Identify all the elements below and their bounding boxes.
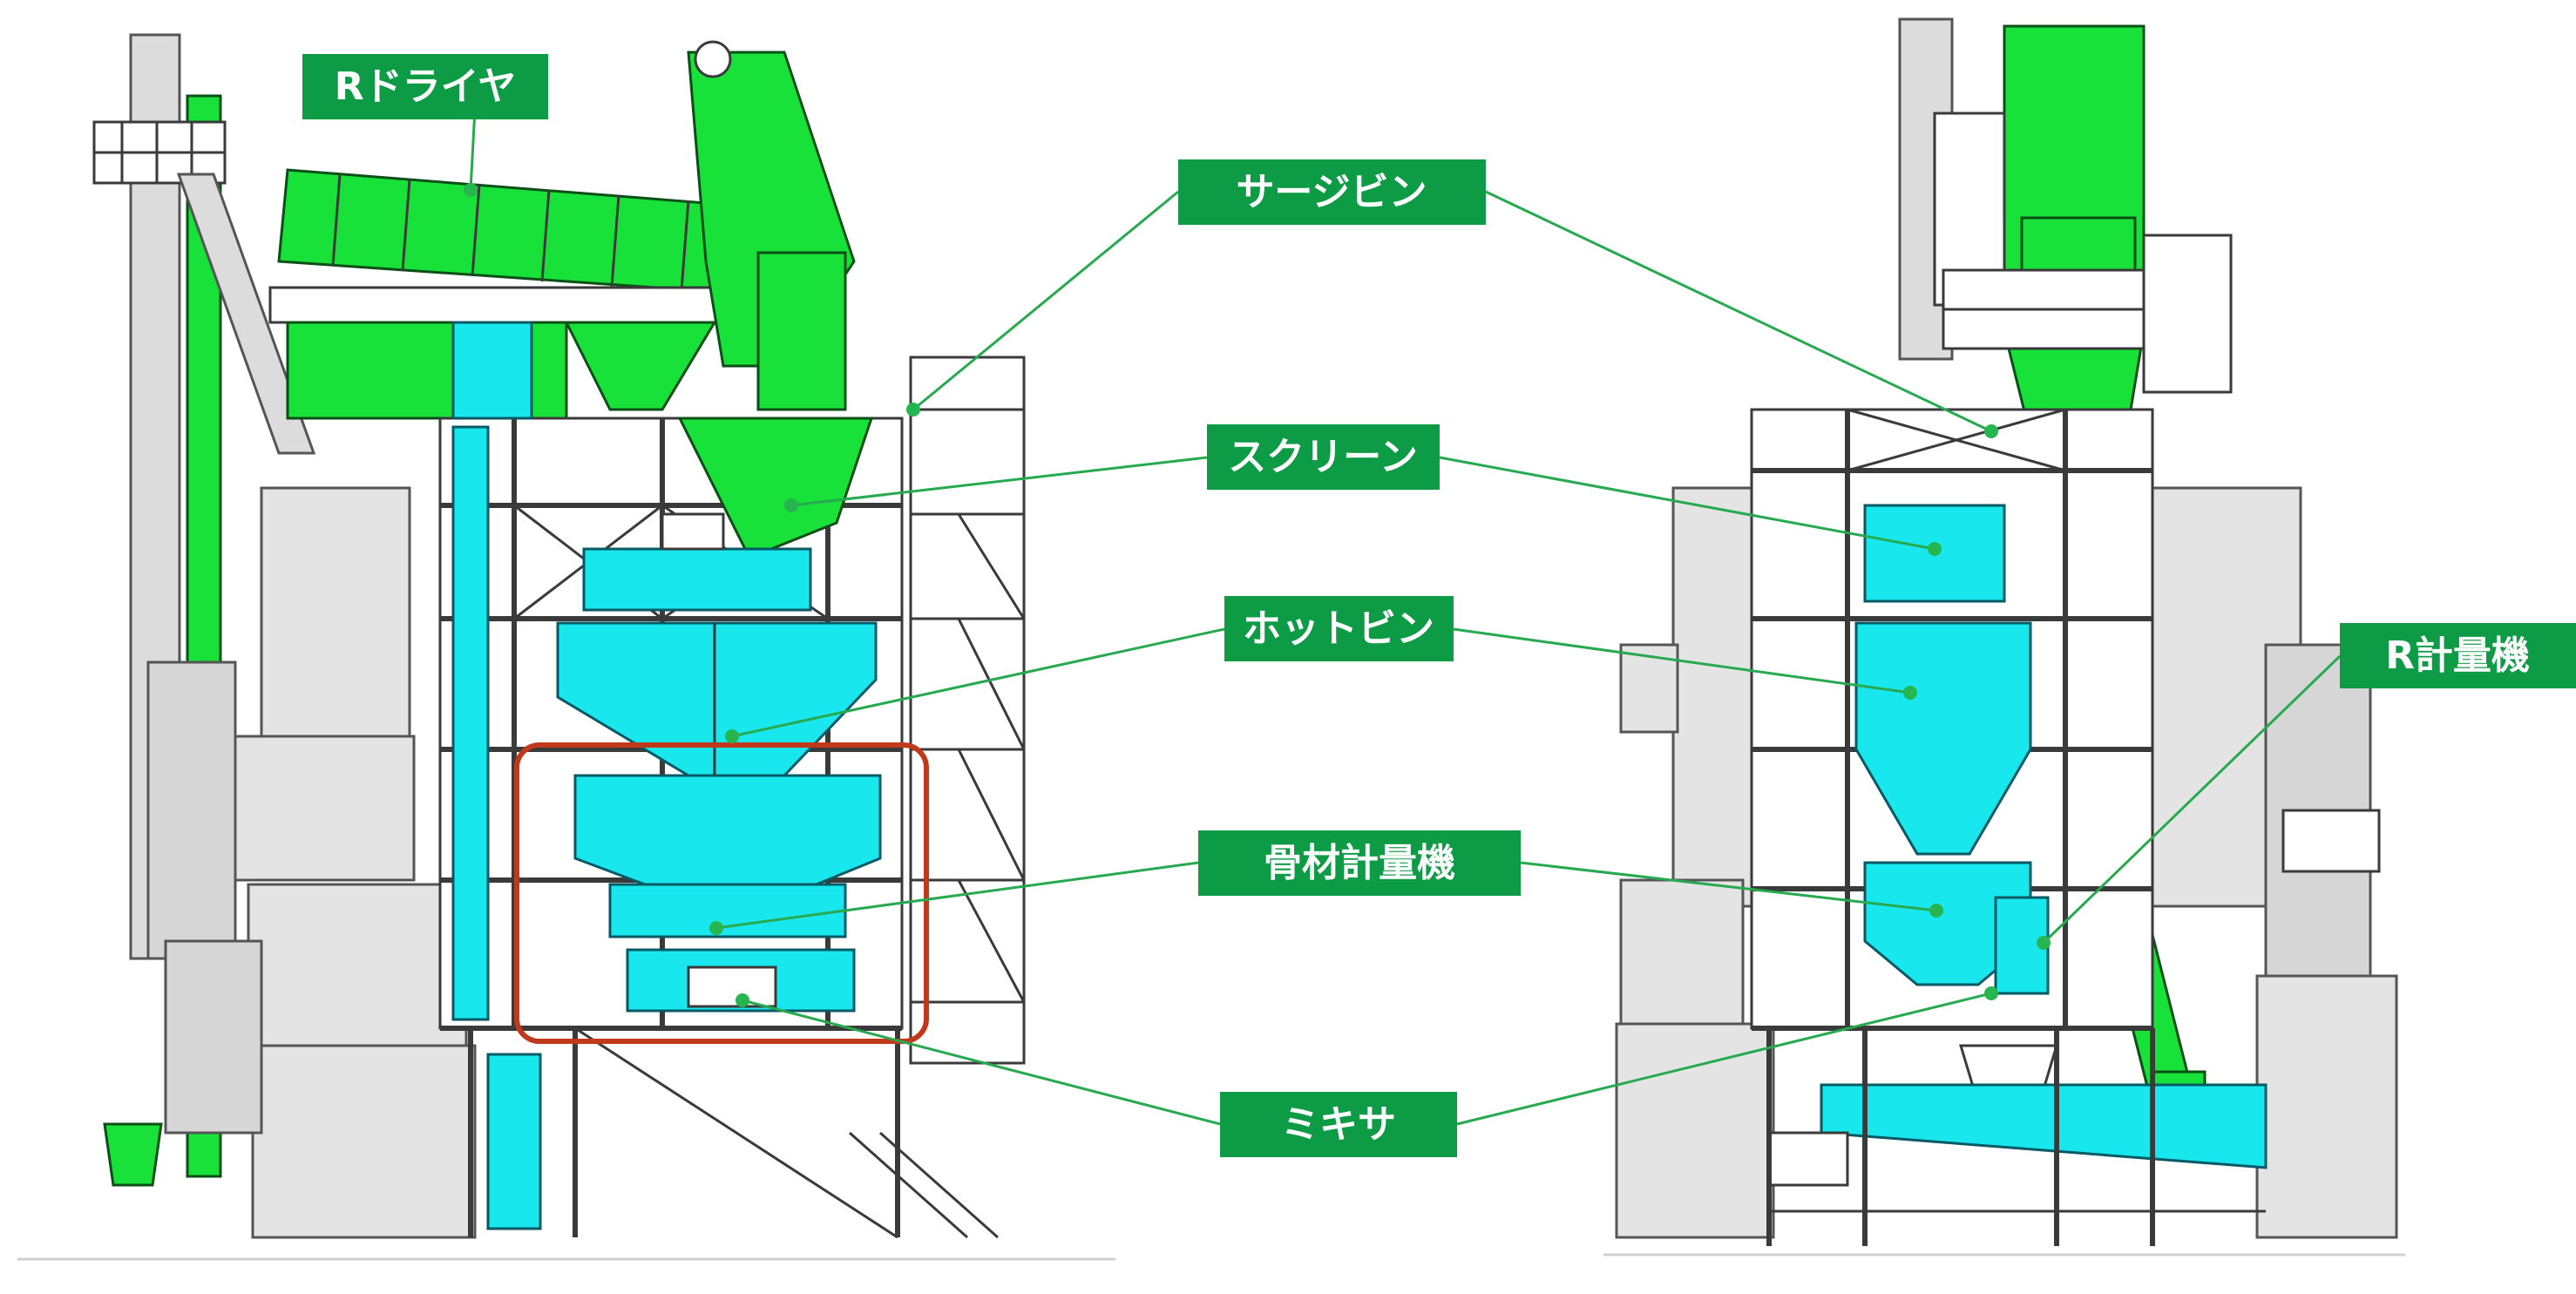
- left-railings: [92, 120, 227, 185]
- label-hot-bin-text: ホットビン: [1243, 606, 1434, 651]
- dryer-hopper: [564, 321, 717, 411]
- hot-bin-right: [1854, 621, 2032, 856]
- aggregate-scale-body: [608, 883, 847, 938]
- right-side-box-2: [2281, 809, 2381, 873]
- filter-casing-left: [146, 661, 237, 960]
- label-surge-bin-text: サージビン: [1236, 170, 1427, 214]
- right-casing-base-left: [1615, 1022, 1775, 1239]
- screen-motor-left: [661, 512, 725, 551]
- label-r-dryer: Rドライヤ: [302, 54, 548, 119]
- label-mixer: ミキサ: [1220, 1092, 1457, 1157]
- filter-casing-lower: [251, 1044, 477, 1239]
- screen-unit-left: [582, 547, 812, 612]
- surge-bin-chute: [677, 417, 874, 559]
- right-casing-left-lower: [1619, 878, 1745, 1026]
- label-aggregate-scale-text: 骨材計量機: [1264, 841, 1455, 885]
- label-aggregate-scale: 骨材計量機: [1198, 830, 1521, 896]
- r-dryer-ribs: [331, 173, 690, 291]
- lower-conveyor-right: [1820, 1083, 2268, 1169]
- leader-lines: [469, 108, 2342, 1126]
- right-stairs-left-view: [909, 356, 1026, 1065]
- right-casing-right-lower: [2255, 974, 2398, 1239]
- label-surge-bin: サージビン: [1178, 159, 1486, 225]
- left-chute-bottom: [103, 1122, 163, 1187]
- label-r-scale: R計量機: [2340, 623, 2576, 688]
- right-top-railings: [1933, 112, 2233, 394]
- lower-motor-right: [1767, 1131, 1849, 1187]
- lower-structure-left: [468, 1026, 999, 1239]
- filter-casing-mid: [203, 735, 416, 882]
- dryer-deck: [268, 286, 777, 324]
- right-side-view: [1603, 17, 2405, 1257]
- mixer-motor-left: [687, 965, 777, 1008]
- r-dryer-drum: [277, 168, 729, 294]
- burner-housing: [756, 251, 847, 411]
- label-r-scale-text: R計量機: [2385, 633, 2530, 678]
- bucket-elevator-head: [451, 321, 533, 420]
- hot-elevator-left: [451, 425, 490, 1021]
- hopper-top-ring: [694, 40, 732, 78]
- label-screen: スクリーン: [1207, 424, 1440, 490]
- label-mixer-text: ミキサ: [1281, 1102, 1396, 1147]
- label-r-dryer-text: Rドライヤ: [335, 64, 517, 109]
- aggregate-scale-right: [1863, 861, 2032, 986]
- filter-casing-side: [164, 939, 263, 1135]
- duct-diagonal: [176, 173, 316, 455]
- filter-casing-base: [247, 883, 468, 1056]
- label-hot-bin: ホットビン: [1224, 596, 1454, 661]
- left-elevation-view: [17, 33, 1115, 1261]
- label-screen-text: スクリーン: [1228, 435, 1418, 479]
- highlight-frame: [514, 742, 929, 1044]
- lower-structure-right: [1766, 1028, 2266, 1246]
- filter-casing-upper: [260, 486, 411, 742]
- leader-dots: [464, 183, 2051, 1007]
